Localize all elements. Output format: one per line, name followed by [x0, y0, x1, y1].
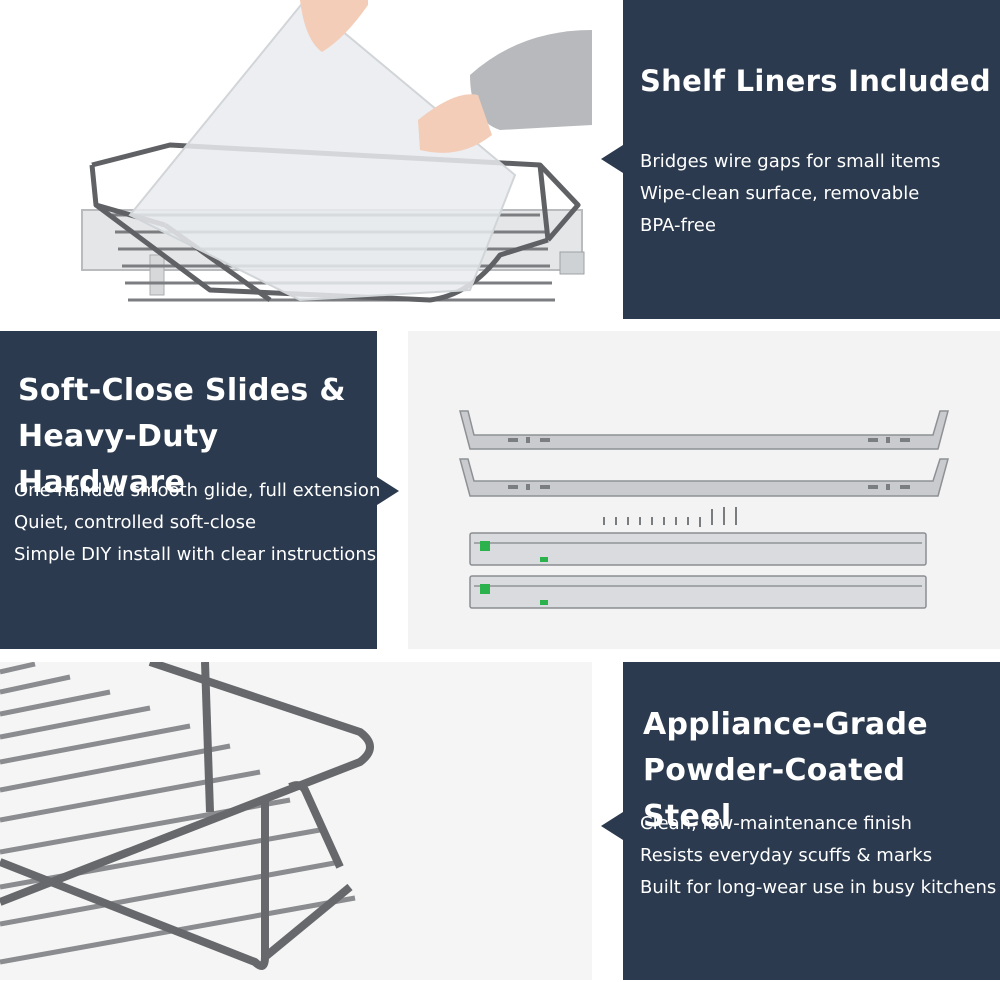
feature-title-line: Appliance-Grade	[643, 707, 928, 742]
feature-bullet-list: Clean, low-maintenance finish Resists ev…	[640, 808, 996, 904]
wire-basket-icon	[81, 0, 592, 303]
feature-bullet: One-handed smooth glide, full extension	[14, 480, 381, 501]
feature-bullet: BPA-free	[640, 215, 716, 236]
feature-title-line: Heavy-Duty Hardware	[18, 419, 219, 500]
screw-icon	[603, 507, 737, 527]
panel-pointer	[601, 145, 623, 173]
shelf-liner-icon	[128, 0, 517, 302]
panel-pointer	[377, 477, 399, 505]
feature-title-line: Powder-Coated Steel	[643, 753, 906, 834]
feature-bullet: Clean, low-maintenance finish	[640, 813, 912, 834]
feature-bullet-list: Bridges wire gaps for small items Wipe-c…	[640, 146, 940, 242]
feature-bullet: Wipe-clean surface, removable	[640, 183, 920, 204]
feature-bullet: Simple DIY install with clear instructio…	[14, 544, 377, 565]
feature-bullet: Built for long-wear use in busy kitchens	[640, 877, 997, 898]
panel-pointer	[601, 812, 623, 840]
feature-title: Soft-Close Slides & Heavy-Duty Hardware	[18, 368, 377, 506]
feature-panel-powder-coated: Appliance-Grade Powder-Coated Steel Clea…	[601, 662, 1000, 980]
feature-bullet-list: One-handed smooth glide, full extension …	[14, 475, 380, 571]
basket-liner-photo	[0, 0, 600, 319]
feature-bullet: Quiet, controlled soft-close	[14, 512, 257, 533]
hardware-photo	[408, 331, 1000, 649]
bracket-icon	[459, 410, 949, 497]
feature-panel-shelf-liners: Shelf Liners Included Bridges wire gaps …	[601, 0, 1000, 319]
wire-basket-icon	[0, 662, 374, 970]
feature-title: Appliance-Grade Powder-Coated Steel	[643, 702, 1000, 840]
drawer-slide-icon	[469, 532, 927, 609]
wire-closeup-photo	[0, 662, 592, 980]
feature-title-line: Soft-Close Slides &	[18, 373, 346, 408]
feature-bullet: Resists everyday scuffs & marks	[640, 845, 933, 866]
feature-panel-soft-close: Soft-Close Slides & Heavy-Duty Hardware …	[0, 331, 399, 649]
feature-title: Shelf Liners Included	[640, 64, 991, 98]
feature-bullet: Bridges wire gaps for small items	[640, 151, 941, 172]
